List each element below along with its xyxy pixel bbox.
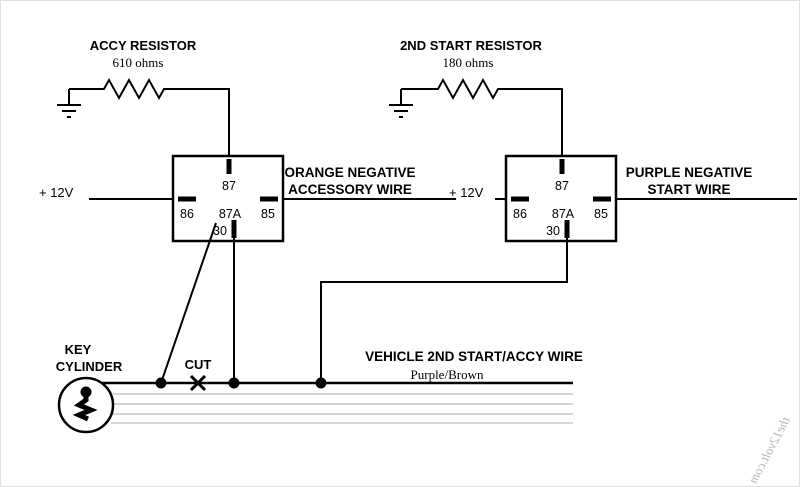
key-cylinder-label-2: CYLINDER — [56, 359, 123, 374]
accy-resistor-title: ACCY RESISTOR — [90, 38, 197, 53]
key-cylinder-circle — [57, 376, 115, 434]
relay-right-pin30-label: 30 — [546, 224, 560, 238]
start-resistor-value: 180 ohms — [443, 55, 494, 70]
start-resistor-branch: 2ND START RESISTOR 180 ohms — [389, 38, 563, 156]
ground-symbol-left — [57, 89, 81, 118]
relay-right-pin86-label: 86 — [513, 207, 527, 221]
relay-right-pin85-label: 85 — [594, 207, 608, 221]
start-resistor-wire — [401, 77, 563, 156]
orange-wire-label-1: ORANGE NEGATIVE — [284, 165, 415, 180]
vehicle-wire-label: VEHICLE 2ND START/ACCY WIRE — [365, 349, 583, 364]
relay-left: + 12V 87 86 87A 85 30 ORANGE NEGATIVE AC… — [39, 154, 456, 384]
ground-symbol-right — [389, 89, 413, 118]
relay-left-pin86-label: 86 — [180, 207, 194, 221]
relay-right-pin30-route-wire — [320, 238, 568, 383]
relay-left-pin87a-label: 87A — [219, 207, 242, 221]
cut-mark: CUT — [185, 357, 212, 392]
supply-12v-label-right: + 12V — [449, 185, 484, 200]
relay-left-87a-drop-wire — [160, 222, 217, 384]
relay-left-pin30-label: 30 — [213, 224, 227, 238]
key-blade-icon — [72, 395, 98, 422]
key-cylinder-label-1: KEY — [65, 342, 92, 357]
junction-dot-3 — [315, 377, 327, 389]
relay-right-pin87-label: 87 — [555, 179, 569, 193]
vehicle-wire-color-label: Purple/Brown — [411, 367, 484, 382]
cut-x-icon-2 — [189, 374, 207, 392]
relay-right: + 12V 87 86 87A 85 30 PURPLE NEGATIVE ST… — [320, 154, 797, 383]
purple-wire-label-1: PURPLE NEGATIVE — [626, 165, 753, 180]
junction-dot-2 — [228, 377, 240, 389]
accy-resistor-branch: ACCY RESISTOR 610 ohms — [57, 38, 230, 156]
relay-left-pin87-label: 87 — [222, 179, 236, 193]
key-icon — [80, 386, 92, 398]
junction-dot-1 — [155, 377, 167, 389]
purple-wire-label-2: START WIRE — [648, 182, 731, 197]
relay-left-pin85-label: 85 — [261, 207, 275, 221]
orange-wire-label-2: ACCESSORY WIRE — [288, 182, 412, 197]
cut-label: CUT — [185, 357, 212, 372]
accy-resistor-wire — [69, 77, 230, 156]
start-resistor-title: 2ND START RESISTOR — [400, 38, 542, 53]
accy-resistor-value: 610 ohms — [113, 55, 164, 70]
vehicle-wire-harness: VEHICLE 2ND START/ACCY WIRE Purple/Brown — [101, 349, 583, 424]
key-cylinder: KEY CYLINDER — [56, 342, 123, 434]
watermark-text: the12volt.com — [745, 414, 793, 486]
supply-12v-label-left: + 12V — [39, 185, 74, 200]
relay-right-pin87a-label: 87A — [552, 207, 575, 221]
